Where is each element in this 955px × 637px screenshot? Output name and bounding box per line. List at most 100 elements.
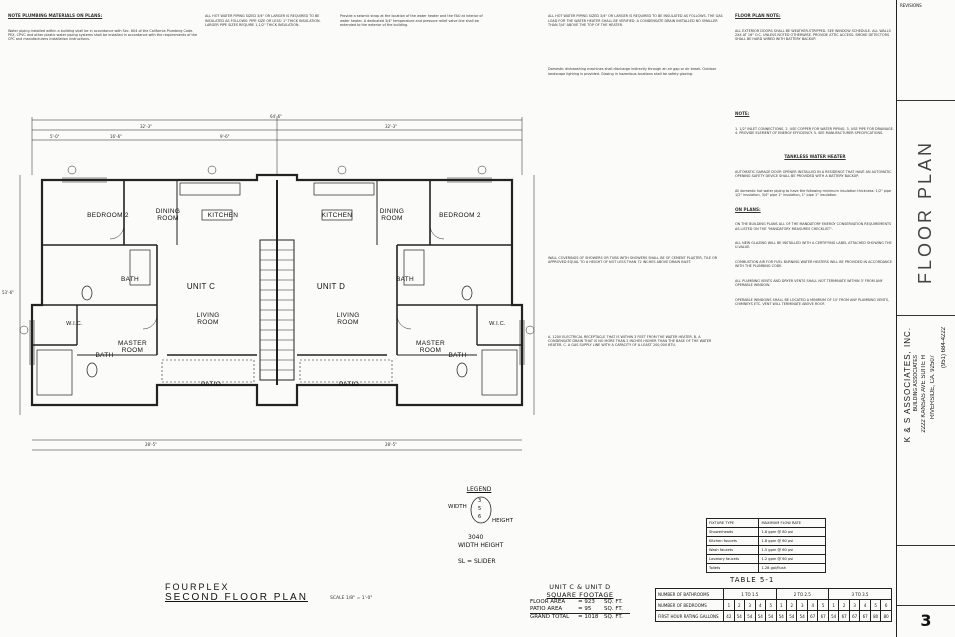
table-cell: 67 [817,610,829,622]
table-cell: 67 [848,610,861,622]
legend-title: LEGEND [466,486,492,493]
table-cell: 1 [775,599,788,611]
footage-unit: SQ. FT. [604,599,623,605]
table-cell: 5 [817,599,829,611]
glazing-notes: ALL NEW GLAZING WILL BE INSTALLED WITH A… [735,241,893,250]
footage-value: = 1018 [578,614,599,620]
notes-column-4: ALL HOT WATER PIPING SIZED 3/4" OR LARGE… [548,6,723,476]
window-vent-notes: OPERABLE WINDOWS SHALL BE LOCATED A MINI… [735,297,891,306]
table-cell: 1.28 gal/flush [758,563,826,573]
room-kitchen-right: KITCHEN [321,212,353,219]
plumbing-notes-text: Water piping installed within a building… [8,29,198,42]
footage-label: FLOOR AREA [530,599,566,605]
dishwasher-notes: Domestic dishwashing machines shall disc… [548,67,718,76]
dim-left-half: 32'-3" [140,124,153,129]
legend-width-label: WIDTH [448,504,467,510]
table-cell: 3 TO 3.5 [827,588,893,600]
legend-bubble-top: 3 [478,498,482,504]
sheet-number: 3 [920,611,932,630]
table-cell: Showerheads [705,527,760,537]
dim-seg1: 5'-0" [50,134,60,139]
table-row-label: FIRST HOUR RATING GALLONS [654,610,725,622]
table-cell: Lavatory faucets [705,554,760,564]
note-header: NOTE: [735,111,750,117]
table-cell: 1.8 gpm @ 80 psi [758,527,826,537]
table-cell: Kitchen faucets [705,536,760,546]
footage-row: FLOOR AREA = 923 SQ. FT. [530,599,630,606]
on-plans-header: ON PLANS: [735,206,761,212]
tankless-header: TANKLESS WATER HEATER [784,154,846,160]
room-master-left: MASTER ROOM [118,340,147,354]
room-wic-left: W.I.C. [66,321,83,327]
notes-column-2: ALL HOT WATER PIPING SIZED 3/4" OR LARGE… [205,6,330,116]
garage-door-notes: AUTOMATIC GARAGE DOOR OPENER INSTALLED I… [735,170,893,179]
title-block: REVISIONS FLOOR PLAN K & S ASSOCIATES, I… [896,0,955,637]
plan-scale: SCALE 1/8" = 1'-0" [330,596,373,601]
table-cell: 1 TO 1.5 [723,588,777,600]
room-master-bath-right: BATH [448,352,467,359]
room-bath-right: BATH [395,276,415,283]
table-cell: 54 [827,610,840,622]
company-name: K & S ASSOCIATES, INC. [903,327,912,443]
table-cell: 54 [765,610,777,622]
room-living-right: LIVING ROOM [336,312,360,326]
table-cell: 67 [838,610,850,622]
table-row-label: NUMBER OF BEDROOMS [654,599,725,611]
plumbing-notes-header: NOTE PLUMBING MATERIALS ON PLANS: [8,13,103,19]
footage-block: UNIT C & UNIT D SQUARE FOOTAGE FLOOR ARE… [530,583,630,621]
energy-notes: ON THE BUILDING PLANS ALL OF THE MANDATO… [735,222,893,231]
company-city: RIVERSIDE, CA. 92507 [930,355,936,420]
table-cell: 54 [775,610,788,622]
room-dining-right: DINING ROOM [379,208,405,222]
table-cell: 3 [848,599,861,611]
plan-title-line2: SECOND FLOOR PLAN [165,592,308,603]
legend-box: LEGEND WIDTH 3 5 6 HEIGHT 3040 WIDTH HEI… [444,486,514,576]
legend-key: SL = SLIDER [458,558,496,565]
table-cell: 67 [806,610,819,622]
room-bath-left: BATH [120,276,140,283]
notes-column-5: FLOOR PLAN NOTE: ALL EXTERIOR DOORS SHAL… [735,6,895,516]
dim-seg2: 16'-6" [110,134,123,139]
plan-title-line1: FOURPLEX [165,582,230,592]
legend-sample-desc: WIDTH HEIGHT [458,542,504,549]
room-patio-left: PATIO [200,381,222,388]
table-cell: 80 [880,610,892,622]
hot-water-notes: ALL HOT WATER PIPING SIZED 3/4" OR LARGE… [205,14,322,27]
table-cell: 2 [733,599,746,611]
table-cell: 6 [880,599,892,611]
revisions-box: REVISIONS [897,0,955,101]
legend-bubble-bot: 6 [478,514,482,520]
table-cell: 42 [723,610,735,622]
table-cell: 54 [754,610,767,622]
footage-unit: SQ. FT. [604,606,623,612]
room-master-right: MASTER ROOM [416,340,445,354]
room-patio-right: PATIO [338,381,360,388]
table-cell: 2 TO 2.5 [775,588,829,600]
seismic-notes: Provide a seismic strap at the location … [340,14,484,27]
footage-label: GRAND TOTAL [530,614,570,620]
table-cell: Toilets [705,563,760,573]
table-cell: 80 [869,610,882,622]
room-bedroom-2-right: BEDROOM 2 [439,212,481,219]
room-dining-left: DINING ROOM [155,208,181,222]
floor-plan-note-header: FLOOR PLAN NOTE: [735,13,781,19]
footage-value: = 923 [578,599,595,605]
company-address: 2222 KANSAS AVE SUITE H [921,355,927,433]
table-cell: 4 [859,599,871,611]
unit-c-label: UNIT C [186,282,216,291]
table-cell: 5 [869,599,882,611]
footage-title-2: SQUARE FOOTAGE [546,591,614,599]
revisions-label: REVISIONS [900,3,922,8]
heater-notes: ALL HOT WATER PIPING SIZED 3/4" OR LARGE… [548,14,723,27]
